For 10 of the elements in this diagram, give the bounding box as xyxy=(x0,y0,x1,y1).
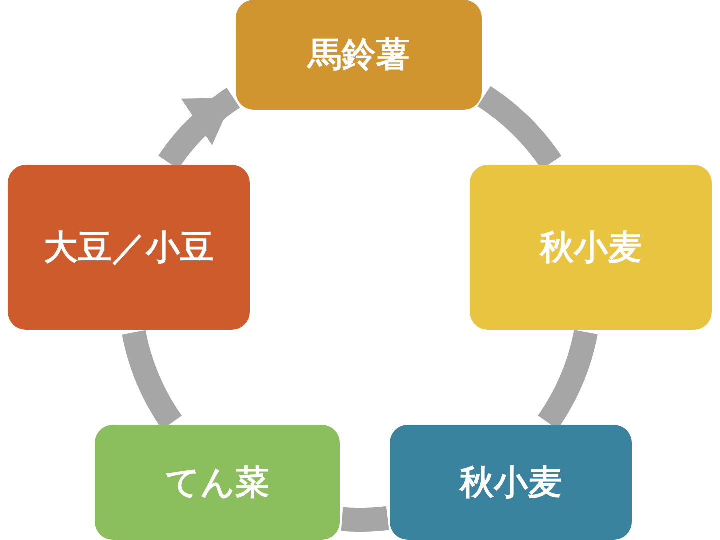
process-box xyxy=(470,165,712,330)
process-box xyxy=(95,425,340,540)
node-label: 馬鈴薯 xyxy=(308,34,410,77)
node-label: 秋小麦 xyxy=(540,226,642,270)
node-label: てん菜 xyxy=(166,462,270,504)
node-label: 大豆／小豆 xyxy=(44,226,214,270)
node-label: 秋小麦 xyxy=(460,462,562,504)
process-box xyxy=(236,0,482,110)
process-box xyxy=(8,165,250,330)
process-box xyxy=(390,425,632,540)
